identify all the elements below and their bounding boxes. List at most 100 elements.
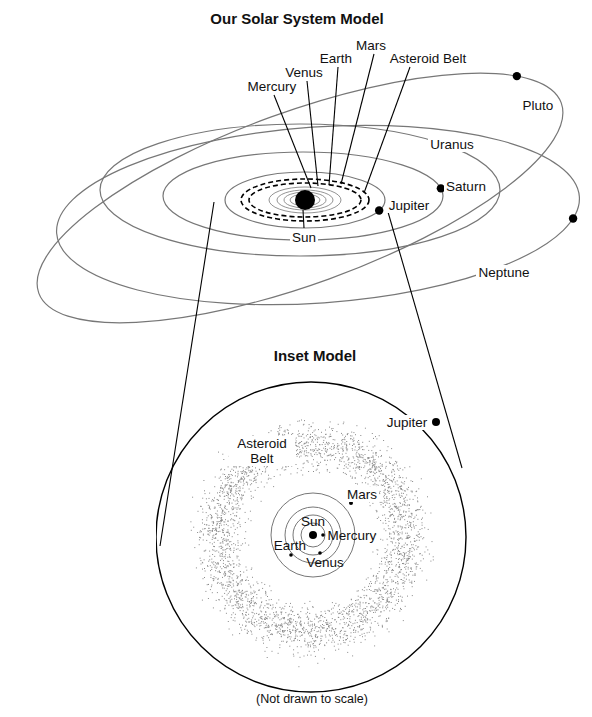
asteroid-speck bbox=[241, 584, 242, 585]
asteroid-speck bbox=[390, 593, 391, 594]
asteroid-speck bbox=[213, 521, 214, 522]
asteroid-speck bbox=[246, 473, 247, 474]
asteroid-speck bbox=[246, 472, 247, 473]
asteroid-speck bbox=[253, 609, 254, 610]
asteroid-speck bbox=[421, 478, 422, 479]
asteroid-speck bbox=[417, 509, 418, 510]
asteroid-speck bbox=[334, 633, 335, 634]
asteroid-speck bbox=[363, 455, 364, 456]
asteroid-speck bbox=[398, 596, 399, 597]
asteroid-speck bbox=[272, 634, 273, 635]
asteroid-speck bbox=[411, 480, 412, 481]
asteroid-speck bbox=[231, 474, 232, 475]
asteroid-speck bbox=[355, 620, 356, 621]
asteroid-speck bbox=[296, 629, 297, 630]
asteroid-speck bbox=[239, 592, 240, 593]
asteroid-speck bbox=[281, 625, 282, 626]
asteroid-speck bbox=[228, 466, 229, 467]
asteroid-speck bbox=[385, 523, 386, 524]
asteroid-speck bbox=[402, 533, 403, 534]
asteroid-speck bbox=[388, 475, 389, 476]
asteroid-speck bbox=[240, 582, 241, 583]
asteroid-speck bbox=[403, 552, 404, 553]
asteroid-speck bbox=[248, 518, 249, 519]
asteroid-speck bbox=[391, 457, 392, 458]
asteroid-speck bbox=[316, 616, 317, 617]
asteroid-speck bbox=[374, 645, 375, 646]
asteroid-speck bbox=[401, 600, 402, 601]
asteroid-speck bbox=[318, 465, 319, 466]
asteroid-speck bbox=[388, 518, 389, 519]
asteroid-speck bbox=[349, 618, 350, 619]
asteroid-speck bbox=[249, 489, 250, 490]
asteroid-speck bbox=[230, 489, 231, 490]
asteroid-speck bbox=[279, 430, 280, 431]
asteroid-speck bbox=[289, 614, 290, 615]
asteroid-speck bbox=[228, 521, 229, 522]
asteroid-speck bbox=[392, 469, 393, 470]
asteroid-speck bbox=[344, 611, 345, 612]
asteroid-speck bbox=[377, 603, 378, 604]
asteroid-speck bbox=[229, 485, 230, 486]
asteroid-speck bbox=[222, 547, 223, 548]
asteroid-speck bbox=[320, 630, 321, 631]
asteroid-speck bbox=[391, 592, 392, 593]
asteroid-speck bbox=[252, 612, 253, 613]
asteroid-speck bbox=[398, 531, 399, 532]
asteroid-speck bbox=[308, 644, 309, 645]
asteroid-speck bbox=[225, 605, 226, 606]
asteroid-speck bbox=[387, 604, 388, 605]
asteroid-speck bbox=[409, 580, 410, 581]
asteroid-speck bbox=[234, 591, 235, 592]
asteroid-speck bbox=[307, 608, 308, 609]
asteroid-speck bbox=[235, 614, 236, 615]
asteroid-speck bbox=[308, 471, 309, 472]
asteroid-speck bbox=[270, 605, 271, 606]
asteroid-speck bbox=[314, 454, 315, 455]
asteroid-speck bbox=[210, 542, 211, 543]
asteroid-speck bbox=[256, 625, 257, 626]
asteroid-speck bbox=[353, 432, 354, 433]
asteroid-speck bbox=[203, 540, 204, 541]
asteroid-speck bbox=[406, 538, 407, 539]
asteroid-speck bbox=[364, 608, 365, 609]
asteroid-speck bbox=[374, 466, 375, 467]
asteroid-speck bbox=[236, 491, 237, 492]
asteroid-speck bbox=[277, 431, 278, 432]
asteroid-speck bbox=[347, 626, 348, 627]
asteroid-speck bbox=[261, 501, 262, 502]
asteroid-speck bbox=[251, 520, 252, 521]
asteroid-speck bbox=[369, 471, 370, 472]
asteroid-speck bbox=[234, 485, 235, 486]
asteroid-speck bbox=[241, 477, 242, 478]
asteroid-speck bbox=[223, 528, 224, 529]
asteroid-speck bbox=[356, 464, 357, 465]
asteroid-speck bbox=[416, 515, 417, 516]
asteroid-speck bbox=[248, 622, 249, 623]
asteroid-speck bbox=[406, 563, 407, 564]
asteroid-speck bbox=[311, 621, 312, 622]
asteroid-speck bbox=[346, 467, 347, 468]
asteroid-speck bbox=[323, 621, 324, 622]
asteroid-speck bbox=[383, 506, 384, 507]
asteroid-speck bbox=[208, 584, 209, 585]
asteroid-speck bbox=[281, 427, 282, 428]
asteroid-speck bbox=[367, 458, 368, 459]
asteroid-speck bbox=[392, 481, 393, 482]
asteroid-speck bbox=[325, 434, 326, 435]
asteroid-speck bbox=[273, 607, 274, 608]
asteroid-speck bbox=[372, 466, 373, 467]
asteroid-speck bbox=[265, 619, 266, 620]
asteroid-speck bbox=[362, 629, 363, 630]
asteroid-speck bbox=[383, 582, 384, 583]
asteroid-speck bbox=[241, 545, 242, 546]
asteroid-speck bbox=[222, 510, 223, 511]
asteroid-speck bbox=[379, 600, 380, 601]
asteroid-speck bbox=[382, 474, 383, 475]
asteroid-speck bbox=[347, 638, 348, 639]
asteroid-speck bbox=[308, 645, 309, 646]
asteroid-speck bbox=[426, 546, 427, 547]
asteroid-speck bbox=[365, 635, 366, 636]
asteroid-speck bbox=[283, 618, 284, 619]
asteroid-speck bbox=[404, 498, 405, 499]
